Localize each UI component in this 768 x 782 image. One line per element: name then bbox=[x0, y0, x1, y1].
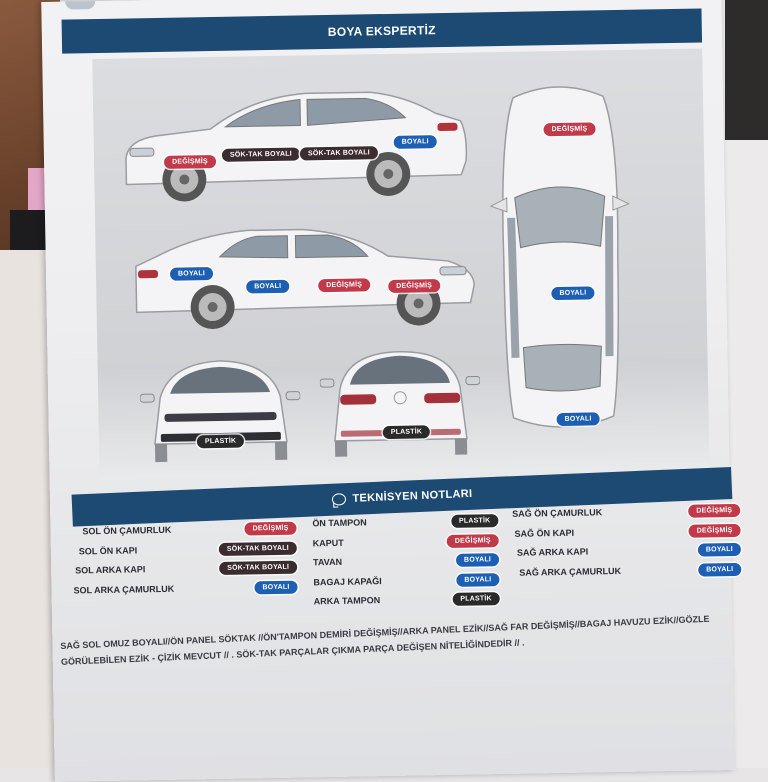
status-badge: BOYALI bbox=[698, 562, 742, 577]
badge-right-rear-door: BOYALI bbox=[246, 279, 290, 294]
part-label: SOL ARKA KAPI bbox=[75, 564, 146, 576]
part-row: ARKA TAMPON PLASTİK bbox=[314, 590, 500, 613]
parts-column-middle: ÖN TAMPON PLASTİK KAPUT DEĞİŞMİŞ TAVAN BOYA… bbox=[312, 512, 500, 613]
badge-left-front-door: SÖK-TAK BOYALI bbox=[221, 147, 300, 162]
car-rear-view-illustration bbox=[319, 351, 481, 457]
part-label: TAVAN bbox=[312, 556, 343, 568]
status-badge: SÖK-TAK BOYALI bbox=[218, 541, 297, 556]
part-row: SOL ARKA ÇAMURLUK BOYALI bbox=[73, 578, 298, 601]
badge-left-front-fender: DEĞİŞMİŞ bbox=[163, 154, 216, 169]
badge-right-front-door: DEĞİŞMİŞ bbox=[318, 278, 371, 293]
status-badge: DEĞİŞMİŞ bbox=[244, 521, 297, 536]
logo bbox=[65, 1, 96, 10]
title-text: BOYA EKSPERTİZ bbox=[327, 23, 436, 39]
part-label: SAĞ ARKA KAPI bbox=[516, 546, 589, 558]
notes-title: TEKNİSYEN NOTLARI bbox=[352, 487, 473, 505]
status-badge: DEĞİŞMİŞ bbox=[446, 533, 499, 548]
badge-roof: BOYALI bbox=[551, 286, 595, 301]
part-row: SAĞ ARKA ÇAMURLUK BOYALI bbox=[513, 560, 742, 583]
part-label: SOL ÖN KAPI bbox=[78, 544, 138, 556]
badge-trunk-lid: BOYALI bbox=[556, 412, 600, 427]
car-top-view-illustration bbox=[489, 86, 631, 428]
technician-note-text: SAĞ SOL OMUZ BOYALI//ÖN PANEL SÖKTAK //Ö… bbox=[60, 613, 710, 667]
parts-column-left: SOL ÖN ÇAMURLUK DEĞİŞMİŞ SOL ÖN KAPI SÖK-T… bbox=[72, 520, 298, 602]
badge-left-rear-door: SÖK-TAK BOYALI bbox=[299, 146, 378, 161]
badge-rear-bumper: PLASTİK bbox=[382, 425, 431, 440]
part-label: SAĞ ÖN ÇAMURLUK bbox=[512, 507, 603, 519]
part-label: ÖN TAMPON bbox=[312, 517, 367, 529]
badge-front-bumper: PLASTİK bbox=[196, 434, 245, 449]
part-label: BAGAJ KAPAĞI bbox=[313, 575, 382, 587]
badge-right-rear-fender: BOYALI bbox=[169, 267, 214, 281]
status-badge: PLASTİK bbox=[450, 514, 499, 528]
status-badge: PLASTİK bbox=[452, 592, 500, 606]
inspection-report-paper: BOYA EKSPERTİZ DEĞİŞMİŞ SÖK-TAK BOYALI S… bbox=[41, 0, 742, 782]
chat-bubble-icon bbox=[331, 493, 346, 506]
badge-hood: DEĞİŞMİŞ bbox=[543, 122, 596, 137]
status-badge: BOYALI bbox=[697, 542, 742, 557]
background-object bbox=[725, 0, 768, 140]
status-badge: BOYALI bbox=[456, 572, 500, 587]
car-right-side-illustration bbox=[135, 228, 475, 330]
status-badge: SÖK-TAK BOYALI bbox=[219, 560, 298, 575]
status-badge: DEĞİŞMİŞ bbox=[688, 503, 741, 518]
page-title: BOYA EKSPERTİZ bbox=[61, 8, 703, 54]
status-badge: BOYALI bbox=[455, 553, 500, 567]
part-label: SAĞ ARKA ÇAMURLUK bbox=[519, 565, 622, 578]
part-label: SAĞ ÖN KAPI bbox=[514, 527, 575, 539]
car-front-view-illustration bbox=[139, 360, 301, 463]
part-label: KAPUT bbox=[312, 537, 344, 548]
status-badge: DEĞİŞMİŞ bbox=[688, 523, 741, 538]
badge-right-front-fender: DEĞİŞMİŞ bbox=[388, 279, 441, 293]
status-badge: BOYALI bbox=[254, 580, 298, 594]
part-label: SOL ÖN ÇAMURLUK bbox=[82, 524, 172, 537]
part-label: SOL ARKA ÇAMURLUK bbox=[73, 583, 175, 596]
badge-left-rear-fender: BOYALI bbox=[393, 135, 437, 149]
parts-column-right: SAĞ ÖN ÇAMURLUK DEĞİŞMİŞ SAĞ ÖN KAPI DEĞİŞ… bbox=[512, 502, 742, 584]
part-label: ARKA TAMPON bbox=[313, 595, 381, 607]
